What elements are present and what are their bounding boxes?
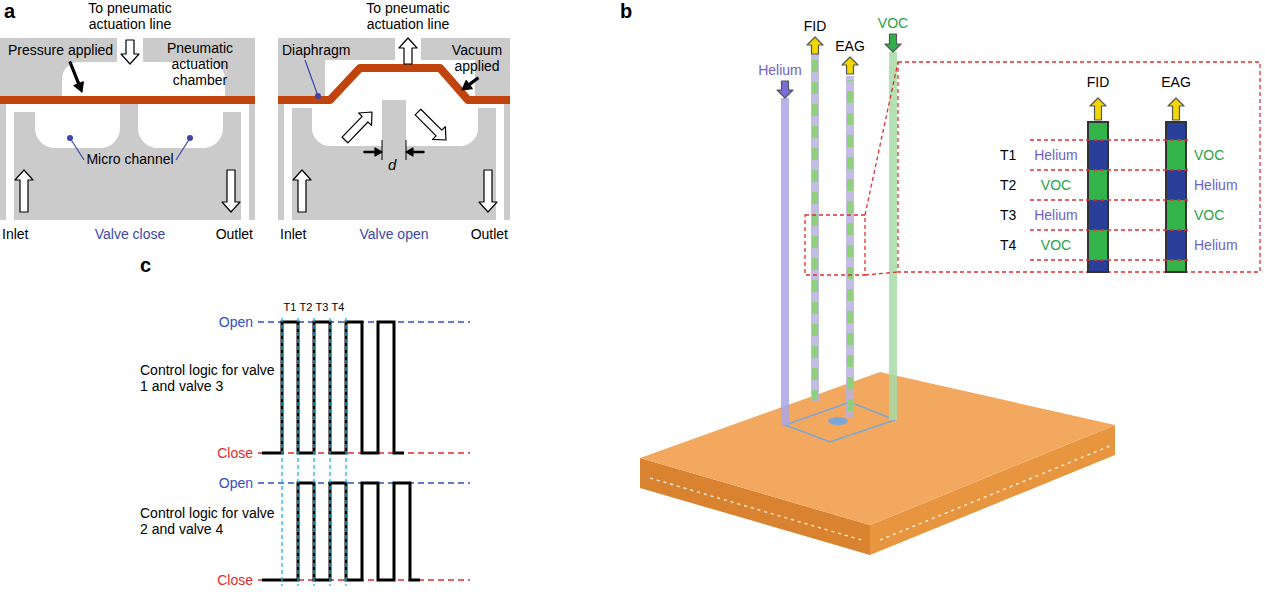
label: d [388,156,396,173]
valve-open-section [278,38,510,220]
timing-diagram [258,318,470,586]
label: EAG [1151,74,1201,90]
gas-tubes [781,52,897,425]
label: To pneumatic actuation line [60,0,200,32]
label: Control logic for valve 2 and valve 4 [140,505,275,537]
label: Close [205,572,253,588]
flow-arrow [1090,98,1106,120]
flow-arrow [807,37,823,54]
label: T1 [1000,147,1016,163]
label: Micro channel [85,151,175,167]
panel-letter: c [140,254,151,277]
flow-arrow [777,81,793,98]
label: VOC [868,15,918,31]
label: Helium [1030,147,1082,163]
valve-close-section [0,38,255,220]
label: Helium [1194,177,1238,193]
flow-arrow [69,62,83,92]
inset-callout [805,62,1260,275]
label: FID [1073,74,1123,90]
label: VOC [1194,207,1224,223]
flow-arrow [342,112,372,143]
label: T3 [314,301,330,314]
label: Valve open [324,226,464,242]
flow-arrow [462,77,479,90]
label: T4 [1000,237,1016,253]
flow-arrow [1168,98,1184,120]
label: Close [205,445,253,461]
label: Inlet [280,226,306,242]
panel-letter: b [620,0,632,23]
label: Helium [1194,237,1238,253]
label: T4 [330,301,346,314]
flow-arrow [293,170,311,212]
microchip [640,372,1115,555]
label: VOC [1030,237,1082,253]
label: Control logic for valve 1 and valve 3 [140,362,275,394]
flow-arrow [364,148,382,156]
flow-arrow [885,34,901,52]
label: T1 [282,301,298,314]
label: Helium [1030,207,1082,223]
label: To pneumatic actuation line [338,0,478,32]
label: T3 [1000,207,1016,223]
label: Open [205,475,253,491]
flow-arrow [222,170,240,212]
label: FID [790,18,840,34]
label: Vacuum applied [446,42,508,74]
label: Open [205,314,253,330]
flow-arrow [121,40,139,64]
label: VOC [1030,177,1082,193]
panel-letter: a [4,0,15,23]
label: T2 [1000,177,1016,193]
flow-arrow [399,38,417,64]
label: EAG [825,38,875,54]
flow-arrow [406,148,424,156]
label: Outlet [205,226,253,242]
flow-arrow [842,57,858,74]
label: Valve close [60,226,200,242]
label: Pressure applied [8,42,113,58]
label: Helium [740,62,820,78]
label: T2 [298,301,314,314]
label: VOC [1194,147,1224,163]
flow-arrow [415,109,446,140]
flow-arrow [15,170,33,212]
label: Pneumatic actuation chamber [150,40,250,88]
label: Outlet [460,226,508,242]
flow-arrow [479,170,497,212]
label: Diaphragm [282,42,350,58]
label: Inlet [2,226,28,242]
